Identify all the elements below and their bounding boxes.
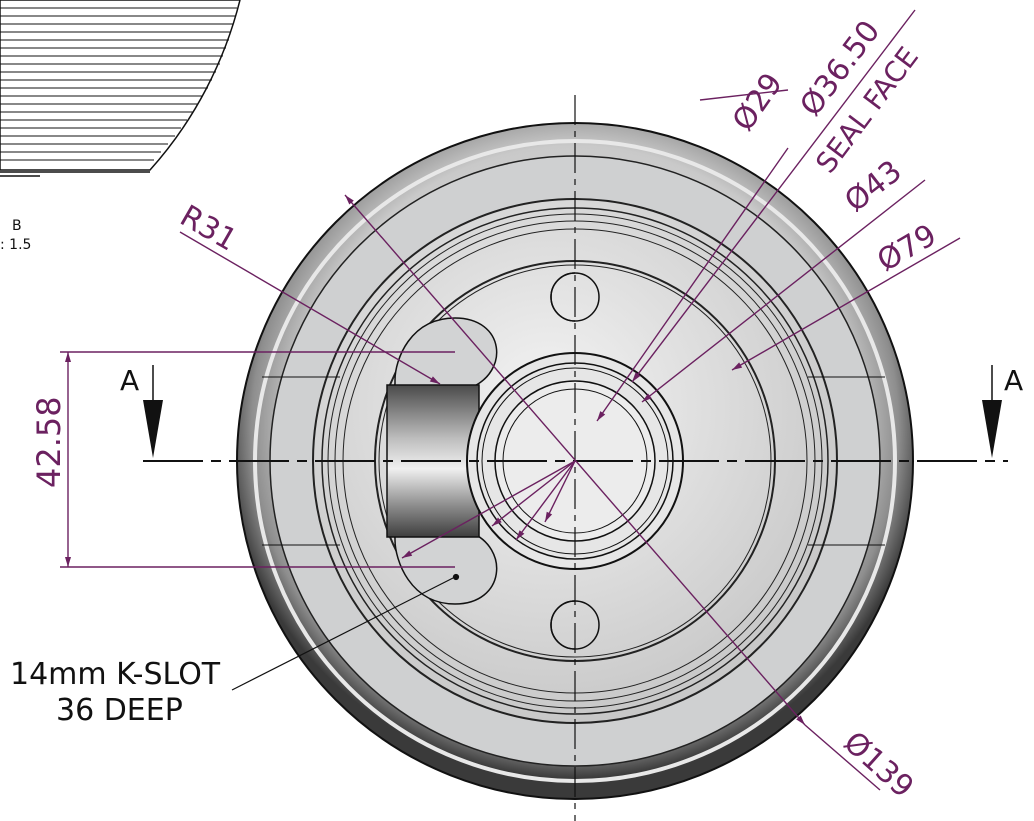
r31-line bbox=[179, 231, 441, 385]
section-label-right: A bbox=[1004, 364, 1023, 397]
detail-view-b: B : 1.5 bbox=[0, 0, 241, 253]
dia-43-line bbox=[641, 179, 926, 403]
kslot-leader bbox=[231, 573, 460, 691]
kslot-note-line1: 14mm K-SLOT bbox=[10, 657, 221, 692]
dim-dia-43: Ø43 bbox=[838, 154, 908, 220]
dim-r31: R31 bbox=[174, 199, 243, 259]
dim-42-58: 42.58 bbox=[30, 396, 68, 488]
dia-29-line bbox=[596, 147, 789, 422]
section-label-left: A bbox=[120, 364, 139, 397]
dim-dia-29: Ø29 bbox=[726, 67, 790, 138]
dia-79-line bbox=[731, 237, 961, 371]
detail-label: B bbox=[12, 218, 22, 234]
dim-dia-79: Ø79 bbox=[872, 218, 943, 279]
dia-139-line bbox=[344, 194, 806, 726]
dimension-lines bbox=[60, 9, 961, 791]
dia-36-line bbox=[631, 9, 916, 383]
kslot-note-line2: 36 DEEP bbox=[56, 693, 183, 728]
dim-dia-139: Ø139 bbox=[837, 725, 921, 805]
detail-scale: : 1.5 bbox=[0, 237, 31, 253]
